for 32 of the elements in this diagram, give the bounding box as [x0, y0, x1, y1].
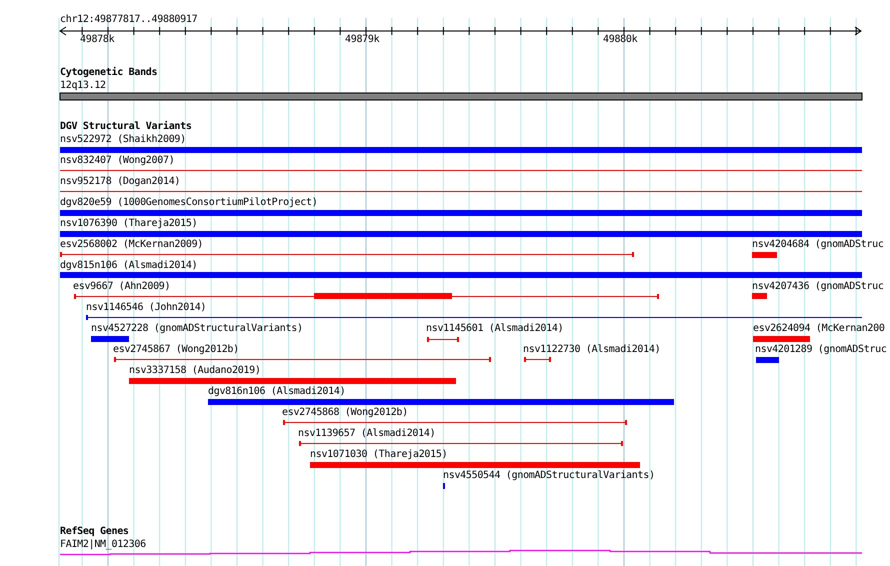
- gene-label: FAIM2|NM_012306: [60, 539, 146, 551]
- variant-label: nsv1076390 (Thareja2015): [60, 218, 198, 230]
- variant-label: dgv816n106 (Alsmadi2014): [208, 386, 346, 398]
- tick-label: 49879k: [345, 34, 380, 46]
- variant-label: nsv4527228 (gnomADStructuralVariants): [91, 323, 303, 335]
- variant-label: nsv3337158 (Audano2019): [129, 365, 261, 377]
- variant-label: nsv1139657 (Alsmadi2014): [298, 428, 436, 440]
- variant-label: esv2745867 (Wong2012b): [113, 344, 239, 356]
- variant-label: nsv522972 (Shaikh2009): [60, 134, 186, 146]
- tick-label: 49880k: [603, 34, 638, 46]
- track-title: DGV Structural Variants: [60, 121, 192, 133]
- variant-label: nsv952178 (Dogan2014): [60, 176, 180, 188]
- variant-label: nsv832407 (Wong2007): [60, 155, 174, 167]
- track-title: RefSeq Genes: [60, 526, 129, 538]
- variant-label: dgv820e59 (1000GenomesConsortiumPilotProject): [60, 197, 318, 209]
- variant-label: nsv4550544 (gnomADStructuralVariants): [443, 470, 655, 482]
- location-label: chr12:49877817..49880917: [60, 14, 198, 26]
- variant-label: esv2624094 (McKernan200: [753, 323, 885, 335]
- variant-label: nsv4204684 (gnomADStruc: [752, 239, 884, 251]
- track-title: Cytogenetic Bands: [60, 67, 158, 79]
- variant-label: nsv1071030 (Thareja2015): [310, 449, 448, 461]
- variant-label: esv2568002 (McKernan2009): [60, 239, 204, 251]
- variant-label: nsv4207436 (gnomADStruc: [752, 281, 884, 293]
- variant-label: esv9667 (Ahn2009): [73, 281, 170, 293]
- band-label: 12q13.12: [60, 80, 106, 92]
- variant-label: nsv1146546 (John2014): [86, 302, 206, 314]
- variant-label: nsv4201289 (gnomADStruc: [755, 344, 887, 356]
- variant-label: dgv815n106 (Alsmadi2014): [60, 260, 198, 272]
- variant-label: nsv1122730 (Alsmadi2014): [523, 344, 660, 356]
- variant-label: nsv1145601 (Alsmadi2014): [426, 323, 564, 335]
- variant-label: esv2745868 (Wong2012b): [282, 407, 408, 419]
- tick-label: 49878k: [80, 34, 114, 46]
